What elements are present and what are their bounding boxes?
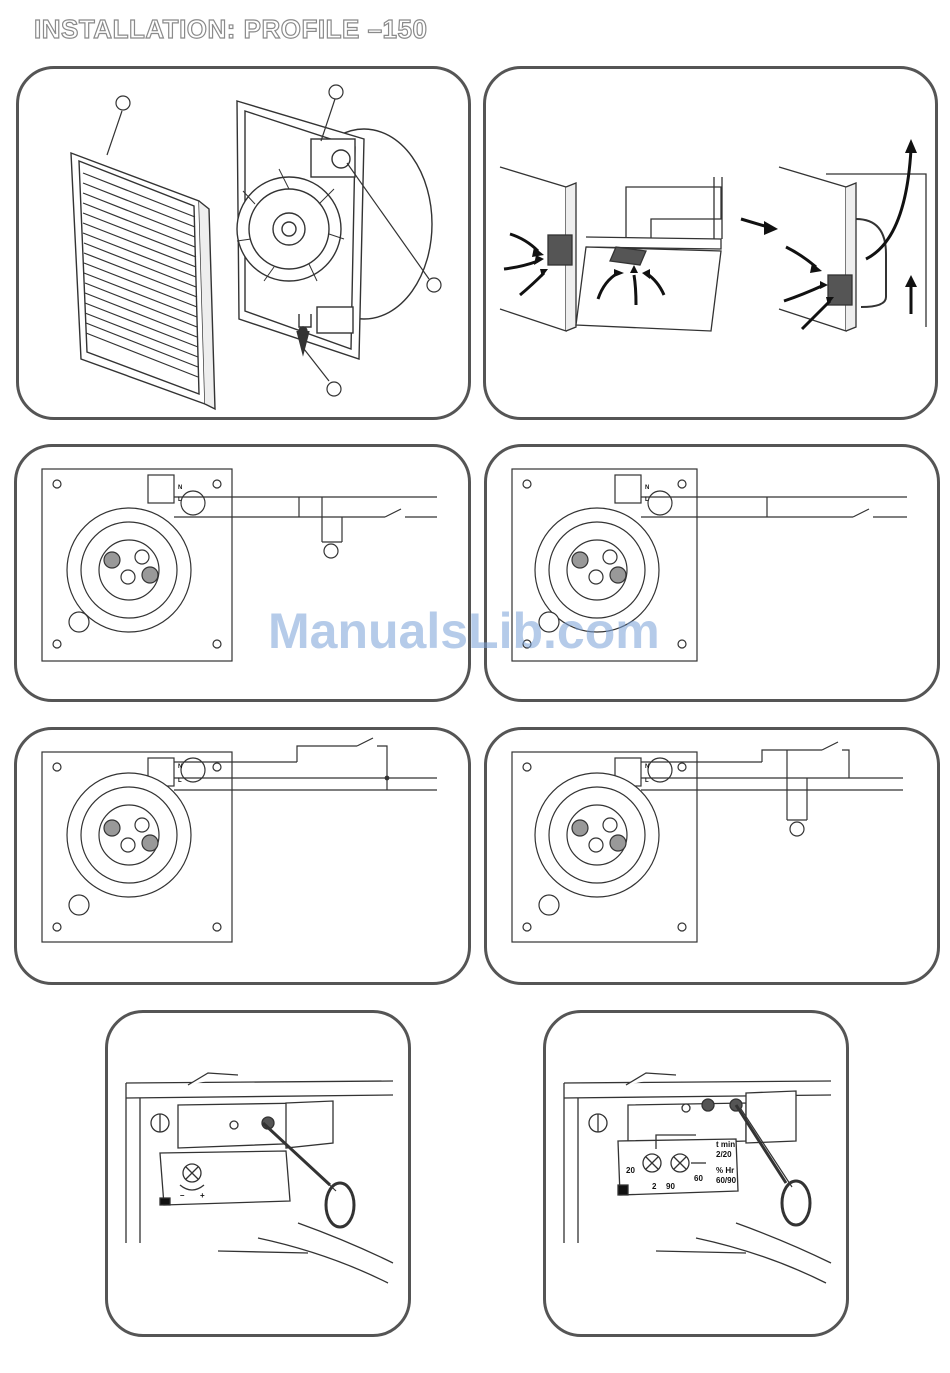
watermark: ManualsLib.com — [268, 602, 660, 660]
terminal-n-label: N — [645, 485, 649, 491]
callout-2 — [329, 85, 343, 99]
fan-body-drawing — [237, 101, 432, 359]
ceiling-slab — [576, 247, 721, 331]
panel-wiring-4: N L — [484, 727, 940, 985]
timer-left-value: 20 — [626, 1166, 635, 1175]
terminal-n-label: N — [178, 764, 182, 770]
panel-exploded-view — [16, 66, 471, 420]
panel-installation-options — [483, 66, 938, 420]
terminal-n-label: N — [178, 485, 182, 491]
callout-1 — [116, 96, 130, 110]
humidity-label: % Hr — [716, 1166, 734, 1175]
wiring-diagram-2: N L — [487, 447, 940, 702]
terminal-l-label: L — [178, 778, 182, 784]
timer-bottom-mid: 90 — [666, 1182, 675, 1191]
lamp-symbol — [324, 544, 338, 558]
panel-wiring-3: N L — [14, 727, 471, 985]
wiring-diagram-1: N L — [17, 447, 471, 702]
callout-3 — [427, 278, 441, 292]
timer-bottom-left: 2 — [652, 1182, 657, 1191]
panel-wiring-2: N L — [484, 444, 940, 702]
fan-wall-mounted — [548, 235, 572, 265]
terminal-l-label: L — [645, 778, 649, 784]
panel-wiring-1: N L — [14, 444, 471, 702]
fan-duct-mounted — [828, 275, 852, 305]
callout-4 — [327, 382, 341, 396]
humidity-value: 60/90 — [716, 1176, 737, 1185]
timer-top-line: t min — [716, 1140, 735, 1149]
fan-front-drawing — [42, 752, 232, 942]
panel-dial-adjustment: – + — [105, 1010, 411, 1337]
page-title: INSTALLATION: PROFILE –150 — [34, 14, 427, 45]
grille-drawing — [71, 153, 215, 409]
wiring-diagram-3: N L — [17, 730, 471, 985]
exploded-view-drawing — [19, 69, 471, 420]
terminal-l-label: L — [645, 497, 649, 503]
fan-front-drawing — [512, 752, 697, 942]
timer-top-value: 2/20 — [716, 1150, 732, 1159]
lamp-symbol — [790, 822, 804, 836]
dial-adjustment-drawing: – + — [108, 1013, 411, 1337]
installation-options-drawing — [486, 69, 938, 420]
fan-front-drawing — [42, 469, 232, 661]
wiring-diagram-4: N L — [487, 730, 940, 985]
terminal-n-label: N — [645, 764, 649, 770]
timer-humidity-drawing: t min 2/20 20 2 90 60 % Hr 60/90 — [546, 1013, 849, 1337]
dial-minus-label: – — [180, 1191, 185, 1200]
terminal-l-label: L — [178, 497, 182, 503]
timer-bottom-right: 60 — [694, 1174, 703, 1183]
duct-vertical — [856, 219, 886, 307]
dial-plus-label: + — [200, 1191, 205, 1200]
fan-ceiling-mounted — [610, 247, 646, 265]
panel-timer-humidity-adjustment: t min 2/20 20 2 90 60 % Hr 60/90 — [543, 1010, 849, 1337]
